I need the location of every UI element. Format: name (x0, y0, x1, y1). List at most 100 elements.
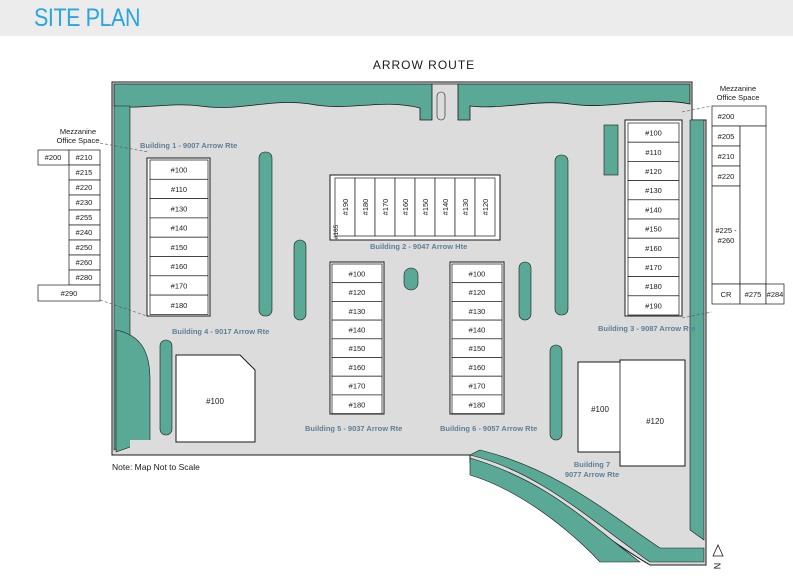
unit-label: #140 (645, 205, 662, 214)
unit-label: #140 (171, 224, 188, 233)
unit-cell (474, 177, 496, 237)
unit-label: #120 (645, 167, 662, 176)
mezz-unit-label: #210 (718, 152, 735, 161)
landscape-bottom-curve-2 (469, 457, 641, 563)
landscape-bottom (130, 440, 470, 454)
mezz-unit-label: #225 - (715, 226, 737, 235)
unit-label: #180 (645, 282, 662, 291)
unit-label: #165 (333, 224, 340, 239)
mezz-cell (765, 283, 785, 305)
unit-label: #140 (441, 199, 450, 216)
mezz-unit-label: CR (721, 290, 732, 299)
building-6-label: Building 6 - 9057 Arrow Rte (440, 424, 537, 433)
unit-label: #170 (645, 263, 662, 272)
mezz-connector-right (681, 105, 713, 113)
unit-label: #160 (349, 363, 366, 372)
unit-label: #100 (469, 269, 486, 278)
unit-label: #130 (469, 307, 486, 316)
building-4-unit-100: #100 (206, 397, 224, 406)
landscape-right (689, 119, 705, 541)
unit-label: #130 (461, 199, 470, 216)
mezz-left-title-1: Mezzanine (60, 127, 96, 136)
unit-label: #150 (645, 225, 662, 234)
parking-island-6 (549, 344, 563, 441)
mezz-cell (37, 284, 101, 302)
mezz-unit-label: #215 (76, 168, 93, 177)
parking-island-5 (159, 339, 173, 436)
unit-label: #170 (349, 382, 366, 391)
building-7-label-line2: 9077 Arrow Rte (565, 470, 619, 479)
unit-label: #110 (171, 185, 187, 194)
mezz-cell (711, 185, 741, 285)
parking-island-2 (554, 154, 569, 316)
unit-label: #100 (171, 166, 188, 175)
building-5-label: Building 5 - 9037 Arrow Rte (305, 424, 402, 433)
mezz-unit-label: #200 (718, 112, 735, 121)
mezz-unit-label: #260 (76, 258, 93, 267)
parking-island-1 (258, 151, 273, 317)
map-note: Note: Map Not to Scale (112, 462, 200, 472)
unit-label: #100 (645, 129, 662, 138)
mezz-unit-label: #280 (76, 273, 93, 282)
page-title: SITE PLAN (34, 4, 141, 32)
unit-label: #150 (421, 199, 430, 216)
unit-label: #140 (349, 325, 366, 334)
mezz-right-title-2: Office Space (717, 93, 760, 102)
unit-label: #160 (401, 199, 410, 216)
mezz-unit-label: #255 (76, 213, 93, 222)
mezz-cell (739, 125, 767, 285)
street-name: ARROW ROUTE (373, 58, 475, 72)
mezz-unit-label: #200 (45, 153, 62, 162)
parking-island-9 (436, 91, 446, 121)
building-2-label: Building 2 - 9047 Arrow Hte (370, 242, 467, 251)
unit-label: #160 (645, 244, 662, 253)
mezz-unit-label: #260 (718, 236, 735, 245)
building-7-unit-120: #120 (646, 417, 664, 426)
unit-label: #170 (469, 382, 486, 391)
parking-island-8 (403, 267, 419, 291)
unit-label: #150 (349, 344, 366, 353)
mezz-unit-label: #220 (76, 183, 93, 192)
mezz-connector-left (99, 142, 149, 153)
unit-cell (149, 294, 209, 315)
header-bar (0, 0, 793, 36)
landscape-bottom-curve (469, 449, 705, 563)
unit-label: #150 (469, 344, 486, 353)
unit-label: #130 (645, 186, 662, 195)
unit-label: #110 (645, 148, 661, 157)
landscape-strip-top (113, 83, 691, 121)
building-7-unit-100: #100 (591, 405, 609, 414)
building-4 (175, 354, 256, 443)
unit-label: #160 (469, 363, 486, 372)
building-7-label-line1: Building 7 (574, 460, 610, 469)
landscape-lower-left (115, 329, 151, 453)
mezz-unit-label: #250 (76, 243, 93, 252)
unit-cell (451, 394, 503, 414)
unit-label: #190 (341, 199, 350, 216)
building-3-label: Building 3 - 9087 Arrow Rte (598, 324, 695, 333)
unit-label: #180 (171, 301, 188, 310)
mezz-right-title-1: Mezzanine (720, 84, 756, 93)
unit-cell (331, 394, 383, 414)
unit-label: #100 (349, 269, 366, 278)
unit-label: #130 (171, 204, 188, 213)
mezz-connector-right-2 (681, 311, 713, 319)
mezz-unit-label: #205 (718, 132, 735, 141)
mezz-unit-label: #290 (61, 289, 78, 298)
unit-label: #140 (469, 325, 486, 334)
mezz-unit-label: #275 (745, 290, 762, 299)
unit-label: #190 (645, 301, 662, 310)
unit-label: #180 (349, 400, 366, 409)
unit-label: #120 (469, 288, 486, 297)
unit-label: #160 (171, 262, 188, 271)
mezz-unit-label: #210 (76, 153, 93, 162)
unit-label: #180 (469, 400, 486, 409)
unit-label: #150 (171, 243, 188, 252)
mezz-unit-label: #220 (718, 172, 735, 181)
parking-island-7 (603, 124, 619, 176)
mezz-unit-label: #230 (76, 198, 93, 207)
unit-label: #130 (349, 307, 366, 316)
parking-island-4 (518, 261, 532, 321)
building-4-label: Building 4 - 9017 Arrow Rte (172, 327, 269, 336)
